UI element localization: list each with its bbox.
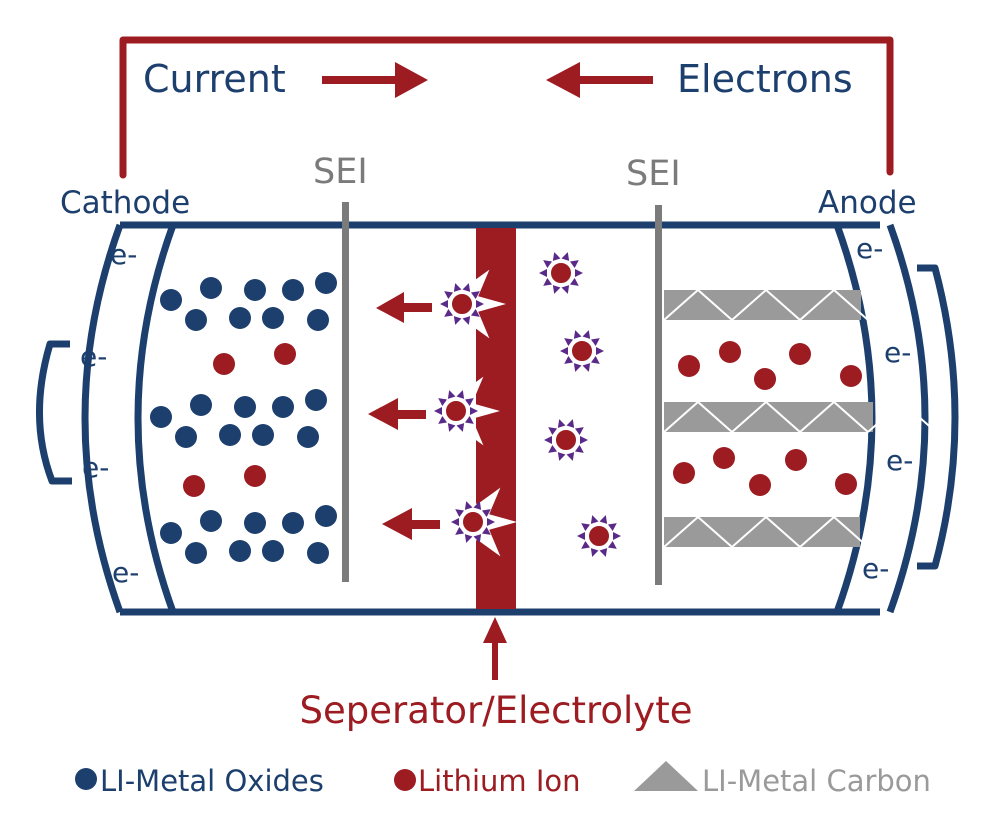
separator-bar: [476, 228, 516, 609]
lithium-ion-particle: [673, 462, 695, 484]
sei-right-label: SEI: [626, 154, 681, 194]
lithium-ion-particle: [840, 365, 862, 387]
electrons-arrow-icon: [546, 62, 653, 98]
lithium-ion-particle: [749, 474, 771, 496]
cathode-particles: [150, 272, 337, 564]
metal-oxide-particle: [315, 505, 337, 527]
lithium-ion-particle: [719, 341, 741, 363]
electron-label-cathode-4: e-: [112, 556, 139, 589]
metal-oxide-particle: [282, 512, 304, 534]
anode-label: Anode: [818, 185, 917, 221]
legend-oxides-icon: [75, 768, 97, 790]
metal-oxide-particle: [262, 540, 284, 562]
electrolyte-ions: [425, 252, 621, 557]
carbon-layer: [663, 288, 869, 321]
electrolyte-lithium-ion: [560, 330, 604, 372]
lithium-ion-particle: [789, 343, 811, 365]
metal-oxide-particle: [190, 394, 212, 416]
metal-oxide-particle: [305, 389, 327, 411]
electron-label-anode-2: e-: [884, 336, 911, 369]
metal-oxide-particle: [200, 510, 222, 532]
metal-oxide-particle: [229, 540, 251, 562]
metal-oxide-particle: [297, 426, 319, 448]
ion-flow-arrows: [368, 292, 440, 540]
metal-oxide-particle: [307, 309, 329, 331]
electron-label-anode-1: e-: [856, 232, 883, 265]
metal-oxide-particle: [282, 279, 304, 301]
lithium-ion-particle: [785, 449, 807, 471]
electrons-label: Electrons: [677, 57, 853, 101]
metal-oxide-particle: [219, 424, 241, 446]
metal-oxide-particle: [175, 426, 197, 448]
circuit-wire: [119, 36, 894, 179]
metal-oxide-particle: [315, 272, 337, 294]
legend: LI-Metal Oxides Lithium Ion LI-Metal Car…: [75, 761, 931, 798]
metal-oxide-particle: [160, 522, 182, 544]
metal-oxide-particle: [150, 406, 172, 428]
metal-oxide-particle: [234, 396, 256, 418]
carbon-layer: [663, 515, 869, 548]
legend-carbon-label: LI-Metal Carbon: [702, 764, 931, 798]
electron-label-cathode-1: e-: [110, 238, 137, 271]
cathode-label: Cathode: [60, 185, 190, 221]
metal-oxide-particle: [160, 289, 182, 311]
current-label: Current: [143, 57, 286, 101]
lithium-ion-particle: [754, 368, 776, 390]
legend-carbon-icon: [634, 761, 698, 791]
lithium-ion-particle: [183, 475, 205, 497]
electron-label-cathode-3: e-: [82, 451, 109, 484]
metal-oxide-particle: [252, 424, 274, 446]
metal-oxide-particle: [200, 277, 222, 299]
legend-lithium-ion-label: Lithium Ion: [418, 764, 581, 798]
ion-arrow-left-icon: [368, 398, 426, 430]
electrolyte-lithium-ion: [539, 252, 583, 294]
sei-left-line: [342, 202, 349, 582]
sei-left-label: SEI: [313, 152, 368, 192]
current-arrow-icon: [322, 62, 428, 98]
legend-lithium-ion-icon: [394, 769, 416, 791]
lithium-ion-particle: [678, 355, 700, 377]
ion-arrow-left-icon: [382, 508, 440, 540]
sei-right-line: [655, 205, 662, 585]
metal-oxide-particle: [262, 307, 284, 329]
electrolyte-lithium-ion: [425, 376, 500, 446]
lithium-ion-particle: [713, 447, 735, 469]
electrolyte-lithium-ion: [544, 419, 588, 461]
electrolyte-lithium-ion: [577, 515, 621, 557]
electron-label-anode-3: e-: [886, 444, 913, 477]
lithium-ion-particle: [213, 353, 235, 375]
metal-oxide-particle: [244, 512, 266, 534]
anode-lithium-ions: [673, 341, 862, 496]
lithium-ion-particle: [835, 473, 857, 495]
electron-label-anode-4: e-: [862, 552, 889, 585]
anode-carbon-layers: [663, 288, 937, 548]
separator-pointer-arrow-icon: [483, 617, 507, 680]
electrolyte-lithium-ion: [431, 269, 506, 339]
carbon-layer: [663, 400, 937, 433]
separator-label: Seperator/Electrolyte: [300, 689, 693, 732]
legend-oxides-label: LI-Metal Oxides: [100, 764, 324, 798]
metal-oxide-particle: [229, 307, 251, 329]
metal-oxide-particle: [185, 542, 207, 564]
ion-arrow-left-icon: [376, 292, 432, 323]
lithium-ion-particle: [244, 465, 266, 487]
metal-oxide-particle: [244, 279, 266, 301]
electron-label-cathode-2: e-: [80, 340, 107, 373]
metal-oxide-particle: [272, 396, 294, 418]
electrolyte-lithium-ion: [442, 487, 517, 557]
metal-oxide-particle: [185, 309, 207, 331]
metal-oxide-particle: [307, 542, 329, 564]
lithium-ion-particle: [274, 343, 296, 365]
